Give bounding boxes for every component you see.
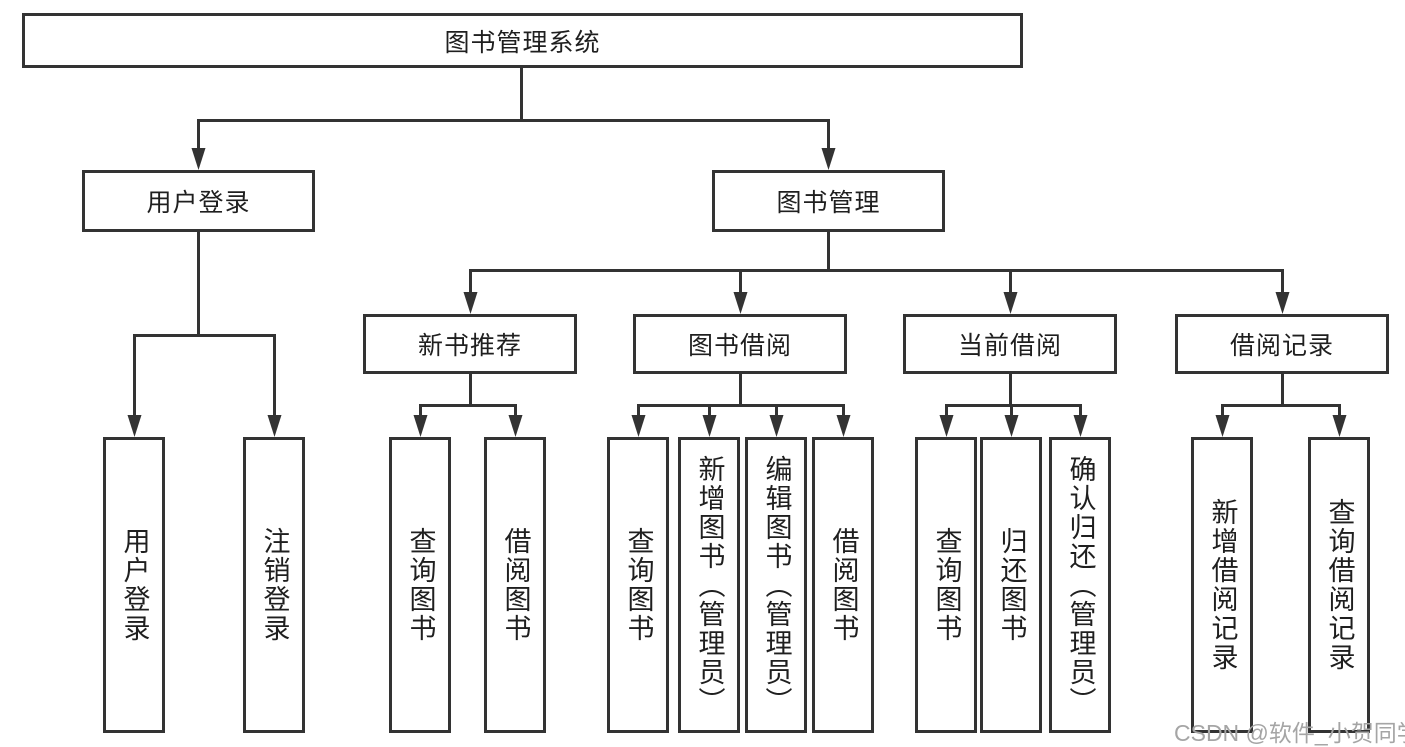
connector-bookmgmt-to-level3 — [469, 232, 1284, 294]
leaf-borrow-books-label: 借阅图书 — [828, 527, 859, 643]
arrow-icon — [1275, 292, 1290, 314]
arrow-icon — [733, 292, 748, 314]
connector-root-to-level2 — [197, 68, 830, 150]
leaf-borrow-query-books-label: 查询图书 — [623, 527, 654, 643]
leaf-borrow-books: 借阅图书 — [812, 437, 874, 733]
connector-newbook-to-leaves — [419, 374, 517, 417]
arrow-icon — [836, 415, 851, 437]
leaf-current-query-books-label: 查询图书 — [931, 527, 962, 643]
connector-current-to-leaves — [945, 374, 1082, 417]
node-book-borrow: 图书借阅 — [633, 314, 847, 374]
leaf-user-login-label: 用户登录 — [119, 527, 150, 643]
node-root-label: 图书管理系统 — [444, 28, 601, 57]
leaf-confirm-return-admin: 确认归还（管理员） — [1049, 437, 1111, 733]
arrow-icon — [821, 148, 836, 170]
leaf-add-books-admin-label: 新增图书（管理员） — [694, 454, 725, 716]
csdn-watermark: CSDN @软件_小贺同学 — [1174, 720, 1405, 746]
node-current-borrow: 当前借阅 — [903, 314, 1117, 374]
arrow-icon — [127, 415, 142, 437]
leaf-logout: 注销登录 — [243, 437, 305, 733]
node-user-login-label: 用户登录 — [146, 189, 251, 217]
connector-userlogin-to-leaves — [133, 232, 276, 417]
node-book-management-label: 图书管理 — [776, 189, 881, 217]
arrow-icon — [769, 415, 784, 437]
arrow-icon — [191, 148, 206, 170]
arrow-icon — [1003, 292, 1018, 314]
connector-record-to-leaves — [1221, 374, 1341, 417]
arrow-icon — [413, 415, 428, 437]
node-new-book-recommend: 新书推荐 — [363, 314, 577, 374]
arrow-icon — [631, 415, 646, 437]
leaf-borrow-query-books: 查询图书 — [607, 437, 669, 733]
connector-borrow-to-leaves — [637, 374, 845, 417]
arrow-icon — [508, 415, 523, 437]
leaf-edit-books-admin: 编辑图书（管理员） — [745, 437, 807, 733]
node-borrow-record-label: 借阅记录 — [1229, 332, 1334, 360]
leaf-edit-books-admin-label: 编辑图书（管理员） — [761, 454, 792, 716]
leaf-query-borrow-record-label: 查询借阅记录 — [1324, 498, 1355, 672]
leaf-user-login: 用户登录 — [103, 437, 165, 733]
leaf-confirm-return-admin-label: 确认归还（管理员） — [1065, 454, 1096, 716]
leaf-return-books-label: 归还图书 — [996, 527, 1027, 643]
leaf-add-borrow-record-label: 新增借阅记录 — [1207, 498, 1238, 672]
node-new-book-recommend-label: 新书推荐 — [417, 332, 522, 360]
node-user-login: 用户登录 — [82, 170, 315, 232]
leaf-add-books-admin: 新增图书（管理员） — [678, 437, 740, 733]
arrow-icon — [702, 415, 717, 437]
node-borrow-record: 借阅记录 — [1175, 314, 1389, 374]
leaf-query-borrow-record: 查询借阅记录 — [1308, 437, 1370, 733]
leaf-return-books: 归还图书 — [980, 437, 1042, 733]
leaf-newbook-query-books-label: 查询图书 — [405, 527, 436, 643]
leaf-current-query-books: 查询图书 — [915, 437, 977, 733]
leaf-add-borrow-record: 新增借阅记录 — [1191, 437, 1253, 733]
leaf-logout-label: 注销登录 — [259, 527, 290, 643]
leaf-newbook-borrow-books-label: 借阅图书 — [500, 527, 531, 643]
arrow-icon — [1073, 415, 1088, 437]
node-book-management: 图书管理 — [712, 170, 945, 232]
node-book-borrow-label: 图书借阅 — [687, 332, 792, 360]
arrow-icon — [267, 415, 282, 437]
node-root: 图书管理系统 — [22, 13, 1023, 68]
arrowheads — [127, 148, 1347, 437]
arrow-icon — [1332, 415, 1347, 437]
arrow-icon — [1215, 415, 1230, 437]
node-current-borrow-label: 当前借阅 — [957, 332, 1062, 360]
arrow-icon — [463, 292, 478, 314]
leaf-newbook-borrow-books: 借阅图书 — [484, 437, 546, 733]
arrow-icon — [939, 415, 954, 437]
arrow-icon — [1004, 415, 1019, 437]
leaf-newbook-query-books: 查询图书 — [389, 437, 451, 733]
